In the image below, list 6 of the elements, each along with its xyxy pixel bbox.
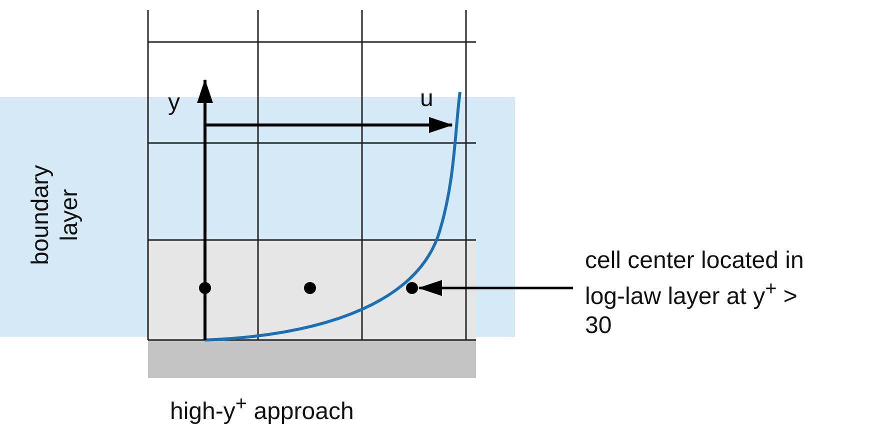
caption: high-y$^{+}$ approach — [170, 392, 354, 426]
boundary-layer-label: boundary layer — [26, 164, 84, 268]
axis-label: y — [168, 88, 180, 117]
axis-label: u — [420, 84, 434, 113]
leader-line — [418, 280, 573, 296]
callout-text: cell center located in log-law layer at y$^{+}$ > 30 — [585, 246, 817, 340]
